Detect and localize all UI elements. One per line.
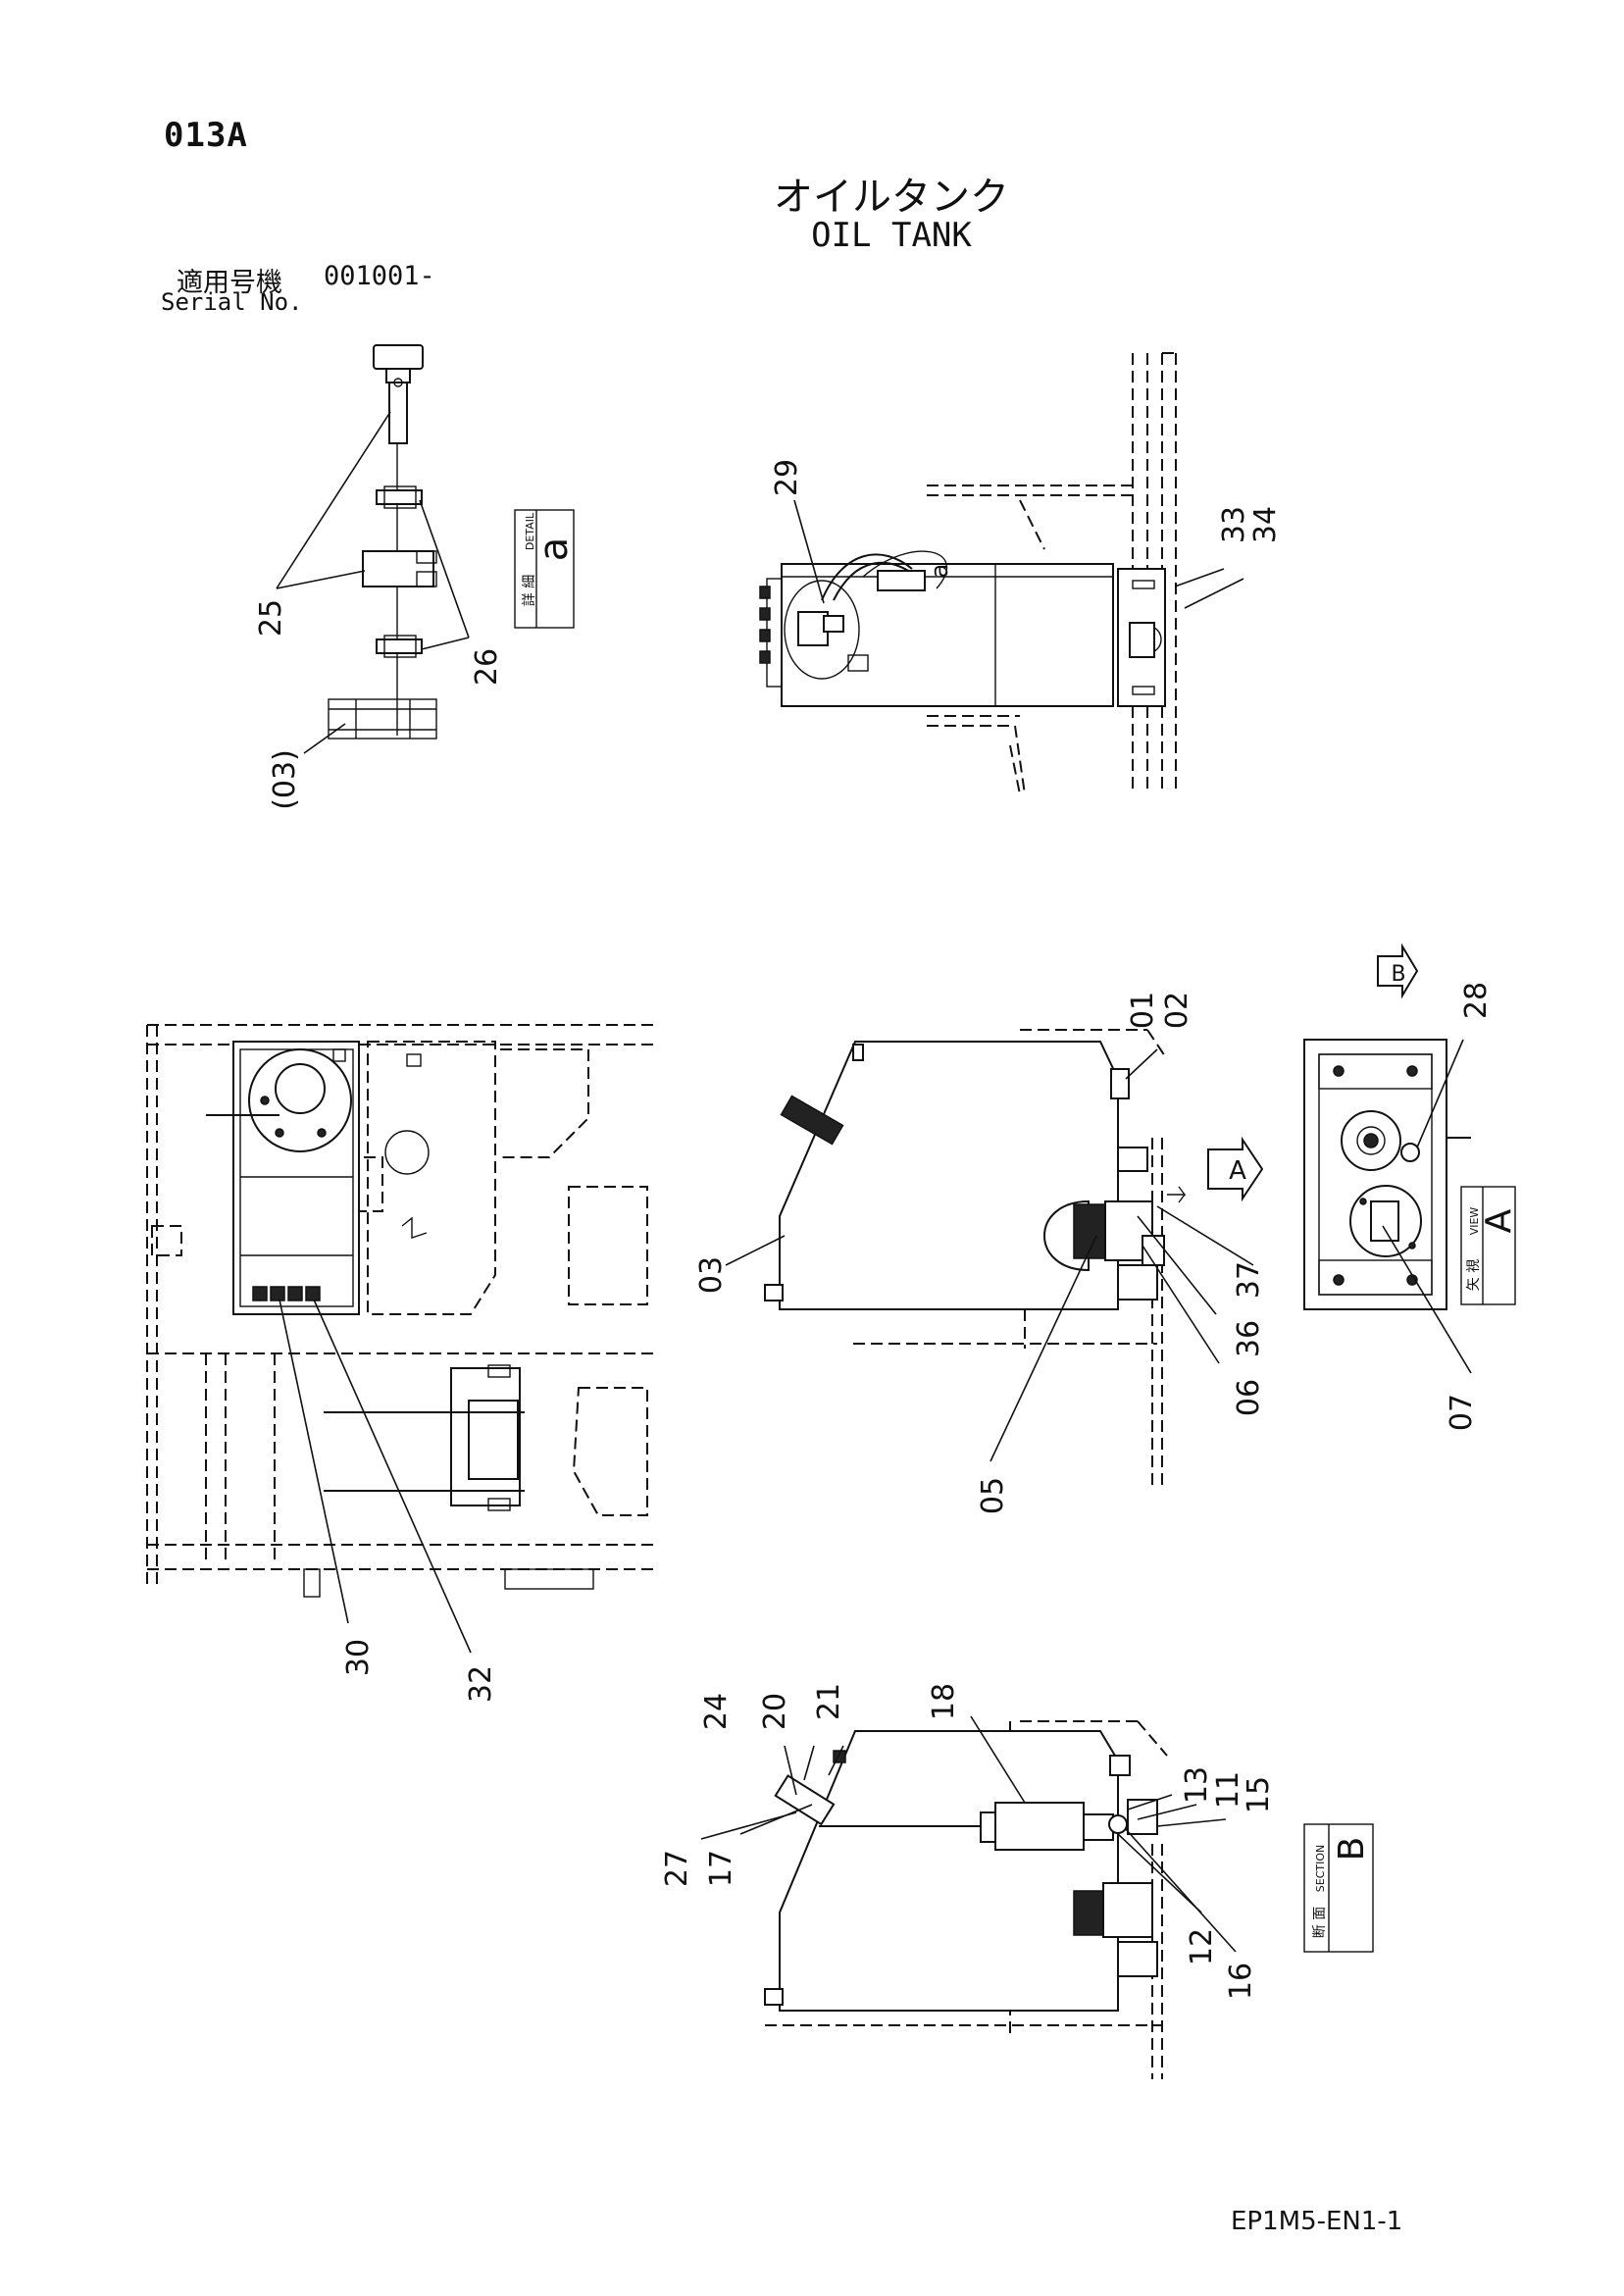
- callout-03-reference: (03): [268, 749, 302, 810]
- document-code: EP1M5-EN1-1: [1231, 2207, 1403, 2236]
- callout-36: 36: [1232, 1320, 1266, 1357]
- callout-26: 26: [470, 648, 504, 686]
- view-a-panel: B 28 07 矢 視 VIEW A: [1303, 943, 1519, 1431]
- callout-27: 27: [660, 1850, 694, 1887]
- callout-28: 28: [1459, 982, 1494, 1019]
- view-letter: A: [1479, 1208, 1519, 1233]
- callout-15: 15: [1242, 1776, 1276, 1813]
- callout-11: 11: [1211, 1771, 1245, 1809]
- callout-20: 20: [758, 1693, 792, 1730]
- side-tank-view: A 01 02 03 05 06 36 37: [694, 992, 1266, 1514]
- view-arrow-a-letter: A: [1229, 1156, 1246, 1186]
- view-arrow-b-letter: B: [1391, 962, 1405, 987]
- callout-34: 34: [1248, 506, 1283, 543]
- section-label-japanese: 断 面: [1312, 1907, 1328, 1938]
- callout-03: 03: [694, 1256, 729, 1294]
- serial-value: 001001-: [324, 261, 435, 291]
- callout-01: 01: [1126, 992, 1160, 1029]
- view-label-english: VIEW: [1468, 1207, 1481, 1236]
- callout-32: 32: [464, 1665, 498, 1703]
- section-b-view: 24 20 21 18 13 11 15 27 17 12 16 断 面 SEC…: [660, 1683, 1374, 2079]
- callout-18: 18: [927, 1683, 961, 1720]
- callout-16: 16: [1224, 1963, 1258, 2000]
- serial-label-english: Serial No.: [161, 288, 303, 316]
- detail-a-view: 25 26 (03) 詳 細 DETAIL a: [254, 344, 577, 810]
- callout-a: a: [926, 564, 953, 579]
- serial-label-japanese: 適用号機: [177, 268, 282, 298]
- callout-29: 29: [770, 459, 804, 496]
- detail-letter: a: [532, 537, 577, 562]
- frame-plan-view: 30 32: [146, 1024, 657, 1703]
- title-english: OIL TANK: [811, 216, 972, 255]
- callout-05: 05: [976, 1477, 1010, 1514]
- callout-33: 33: [1217, 506, 1251, 543]
- callout-37: 37: [1232, 1261, 1266, 1299]
- callout-12: 12: [1185, 1928, 1219, 1965]
- callout-21: 21: [812, 1683, 846, 1720]
- callout-06: 06: [1232, 1379, 1266, 1416]
- top-tank-view: 29 a 33 34: [759, 352, 1283, 795]
- callout-07: 07: [1445, 1394, 1479, 1431]
- section-label-english: SECTION: [1314, 1845, 1327, 1892]
- section-letter: B: [1332, 1837, 1372, 1862]
- detail-label-english: DETAIL: [524, 512, 536, 550]
- title-japanese: オイルタンク: [774, 175, 1009, 220]
- callout-24: 24: [699, 1693, 734, 1730]
- view-label-japanese: 矢 視: [1466, 1259, 1482, 1291]
- callout-13: 13: [1180, 1766, 1214, 1804]
- detail-label-japanese: 詳 細: [522, 575, 537, 606]
- page-code: 013A: [164, 116, 248, 155]
- callout-25: 25: [254, 599, 288, 637]
- callout-30: 30: [341, 1639, 376, 1676]
- callout-02: 02: [1160, 992, 1194, 1029]
- callout-17: 17: [704, 1850, 738, 1887]
